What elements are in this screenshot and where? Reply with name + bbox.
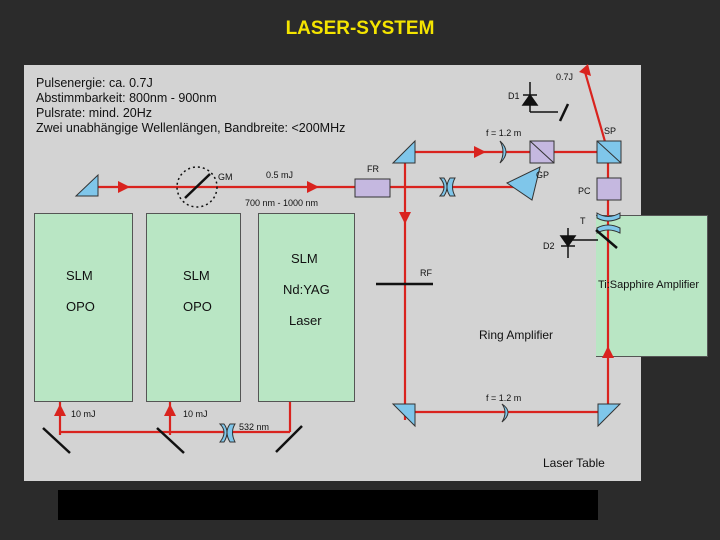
mirror-pump-1	[42, 427, 71, 454]
gm-galvo-circle	[176, 166, 218, 208]
mirror-t	[595, 229, 618, 249]
mirror-pump-2	[156, 427, 185, 454]
spec-tunability: Abstimmbarkeit: 800nm - 900nm	[36, 91, 217, 105]
output-energy-label: 0.7J	[556, 72, 574, 82]
mirror-gm	[184, 173, 211, 199]
spec-wavelengths: Zwei unabhängige Wellenlängen, Bandbreit…	[36, 121, 346, 135]
pump1-energy-label: 10 mJ	[71, 409, 96, 419]
pump-wavelength-label: 532 nm	[239, 422, 270, 432]
opo-box-2	[146, 213, 241, 402]
pump-arrow-1	[54, 404, 66, 416]
fr-rotator	[354, 178, 391, 198]
pump2-energy-label: 10 mJ	[183, 409, 208, 419]
opo2-slm-label: SLM	[183, 268, 210, 283]
pump-lens-b	[226, 423, 236, 443]
d1-label: D1	[508, 91, 520, 101]
mirror-d1	[558, 103, 570, 122]
pc-label: PC	[578, 186, 591, 196]
spec-pulse-energy: Pulsenergie: ca. 0.7J	[36, 76, 153, 90]
lens-f-bottom	[501, 403, 509, 423]
t-lens-b	[596, 224, 621, 234]
gm-label: GM	[218, 172, 233, 182]
beam-path	[58, 71, 610, 435]
mirror-pump-3	[275, 425, 303, 453]
arrow-right-2	[307, 181, 319, 193]
laser-ndyag-label: Nd:YAG	[283, 282, 330, 297]
prism-bottom-left	[391, 403, 416, 428]
pc-cell	[596, 177, 622, 201]
telescope-lens-b	[446, 177, 456, 197]
focal-top-label: f = 1.2 m	[486, 128, 522, 138]
telescope-lens-a	[438, 177, 448, 197]
ti-sapphire-amplifier-box	[596, 215, 708, 357]
laser-laser-label: Laser	[289, 313, 322, 328]
lens-f-top	[499, 140, 507, 164]
t-label: T	[580, 216, 586, 226]
energy-05mj-label: 0.5 mJ	[266, 170, 294, 180]
opo1-opo-label: OPO	[66, 299, 95, 314]
spec-pulse-rate: Pulsrate: mind. 20Hz	[36, 106, 153, 120]
amplifier-label: Ti:Sapphire Amplifier	[598, 279, 700, 291]
t-lens-a	[596, 212, 621, 222]
arrow-up	[602, 346, 614, 358]
arrow-down	[399, 212, 411, 224]
lenses	[218, 140, 621, 443]
prism-top-left	[391, 139, 416, 164]
diodes	[521, 82, 598, 258]
focal-bottom-label: f = 1.2 m	[486, 393, 522, 403]
ring-amplifier-label: Ring Amplifier	[479, 328, 554, 342]
laser-slm-label: SLM	[291, 251, 318, 266]
caption-bar	[58, 490, 598, 520]
d2-label: D2	[543, 241, 555, 251]
nd-yag-box	[258, 213, 355, 402]
sp-label: SP	[604, 126, 617, 136]
mirrors	[42, 103, 618, 454]
gp-lower-prism	[506, 166, 541, 201]
prisms	[74, 139, 622, 428]
prism-bottom-right	[597, 403, 622, 428]
arrow-right-1	[118, 181, 130, 193]
page-title: LASER-SYSTEM	[285, 18, 435, 39]
pump-lens-a	[218, 423, 228, 443]
rf-label: RF	[420, 268, 432, 278]
wavelength-range-label: 700 nm - 1000 nm	[245, 198, 319, 208]
fr-label: FR	[367, 164, 379, 174]
laser-table-label: Laser Table	[543, 456, 605, 470]
gp-lower-label: GP	[536, 170, 550, 180]
arrow-right-3	[474, 146, 486, 158]
specs-block: Pulsenergie: ca. 0.7J Abstimmbarkeit: 80…	[36, 76, 345, 136]
opo1-slm-label: SLM	[66, 268, 93, 283]
beam-arrows	[54, 64, 614, 416]
opo-box-1	[34, 213, 133, 402]
pump-arrow-2	[164, 404, 176, 416]
opo2-opo-label: OPO	[183, 299, 212, 314]
output-arrow	[579, 64, 591, 76]
prism-left	[74, 173, 99, 197]
